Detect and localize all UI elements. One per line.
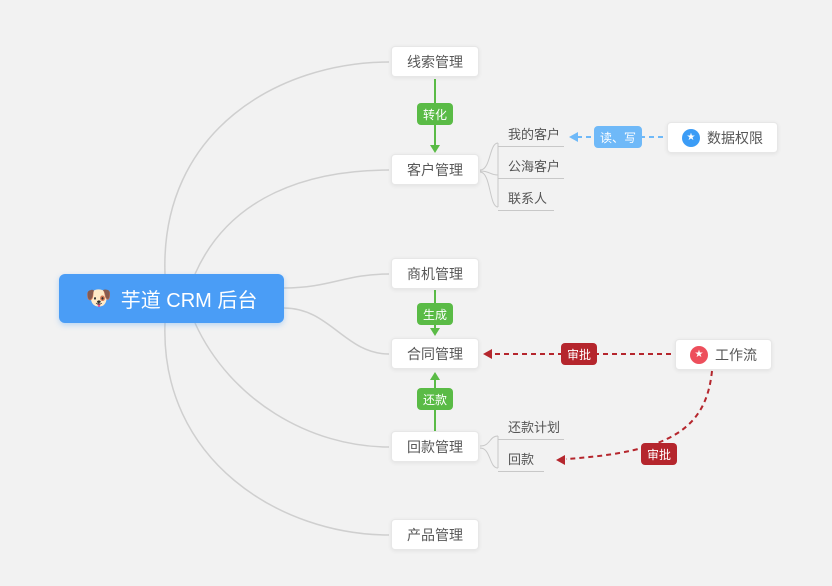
arrowhead-receivable-to-contract [430, 372, 440, 380]
subitem-repayment-plan: 还款计划 [498, 417, 564, 440]
curve-root-to-customers [194, 169, 390, 275]
node-customers: 客户管理 [391, 154, 479, 185]
connector-to-public-customers [479, 170, 499, 176]
arrowhead-leads-to-customers [430, 145, 440, 153]
receivable-subtree-connectors [479, 435, 499, 469]
edge-label-convert: 转化 [417, 103, 454, 125]
curve-root-to-opportunity [283, 273, 390, 289]
edge-label-approve-receivable: 审批 [641, 443, 678, 465]
arrowhead-workflow-contract [483, 349, 492, 359]
root-label: 芋道 CRM 后台 [120, 290, 258, 312]
arrowhead-workflow-receivable [556, 455, 565, 465]
node-data-permission: ★ 数据权限 [667, 122, 778, 153]
star-icon: ★ [690, 345, 708, 364]
connector-to-receivable-record [479, 447, 499, 469]
edge-label-repay: 还款 [417, 388, 454, 410]
dog-logo-icon: 🐶 [85, 287, 112, 310]
star-icon: ★ [682, 128, 700, 147]
subitem-contacts: 联系人 [498, 188, 554, 211]
curve-root-to-product [164, 322, 390, 536]
subitem-my-customers: 我的客户 [498, 124, 564, 147]
curve-root-to-contract [283, 307, 390, 355]
node-product: 产品管理 [391, 519, 479, 550]
connector-to-repayment-plan [479, 435, 499, 447]
node-leads: 线索管理 [391, 46, 479, 77]
arrow-workflow-to-receivable-record [565, 370, 713, 460]
connector-to-contacts [479, 171, 499, 208]
curve-root-to-receivable [194, 322, 390, 448]
arrowhead-datapermission [569, 132, 578, 142]
workflow-label: 工作流 [715, 346, 757, 363]
edge-label-read-write: 读、写 [594, 126, 643, 148]
node-opportunity: 商机管理 [391, 258, 479, 289]
arrowhead-opportunity-to-contract [430, 328, 440, 336]
connector-to-my-customers [479, 142, 499, 171]
node-contract: 合同管理 [391, 338, 479, 369]
data-permission-label: 数据权限 [707, 129, 763, 146]
curve-root-to-leads [164, 61, 390, 275]
subitem-receivable-record: 回款 [498, 449, 544, 472]
root-node-crm-backend: 🐶 芋道 CRM 后台 [59, 274, 284, 323]
edge-label-approve-contract: 审批 [561, 343, 598, 365]
edge-label-generate: 生成 [417, 303, 454, 325]
green-flow-arrows [430, 79, 440, 431]
node-workflow: ★ 工作流 [675, 339, 772, 370]
subitem-public-customers: 公海客户 [498, 156, 564, 179]
node-receivable: 回款管理 [391, 431, 479, 462]
customers-subtree-connectors [479, 142, 499, 208]
